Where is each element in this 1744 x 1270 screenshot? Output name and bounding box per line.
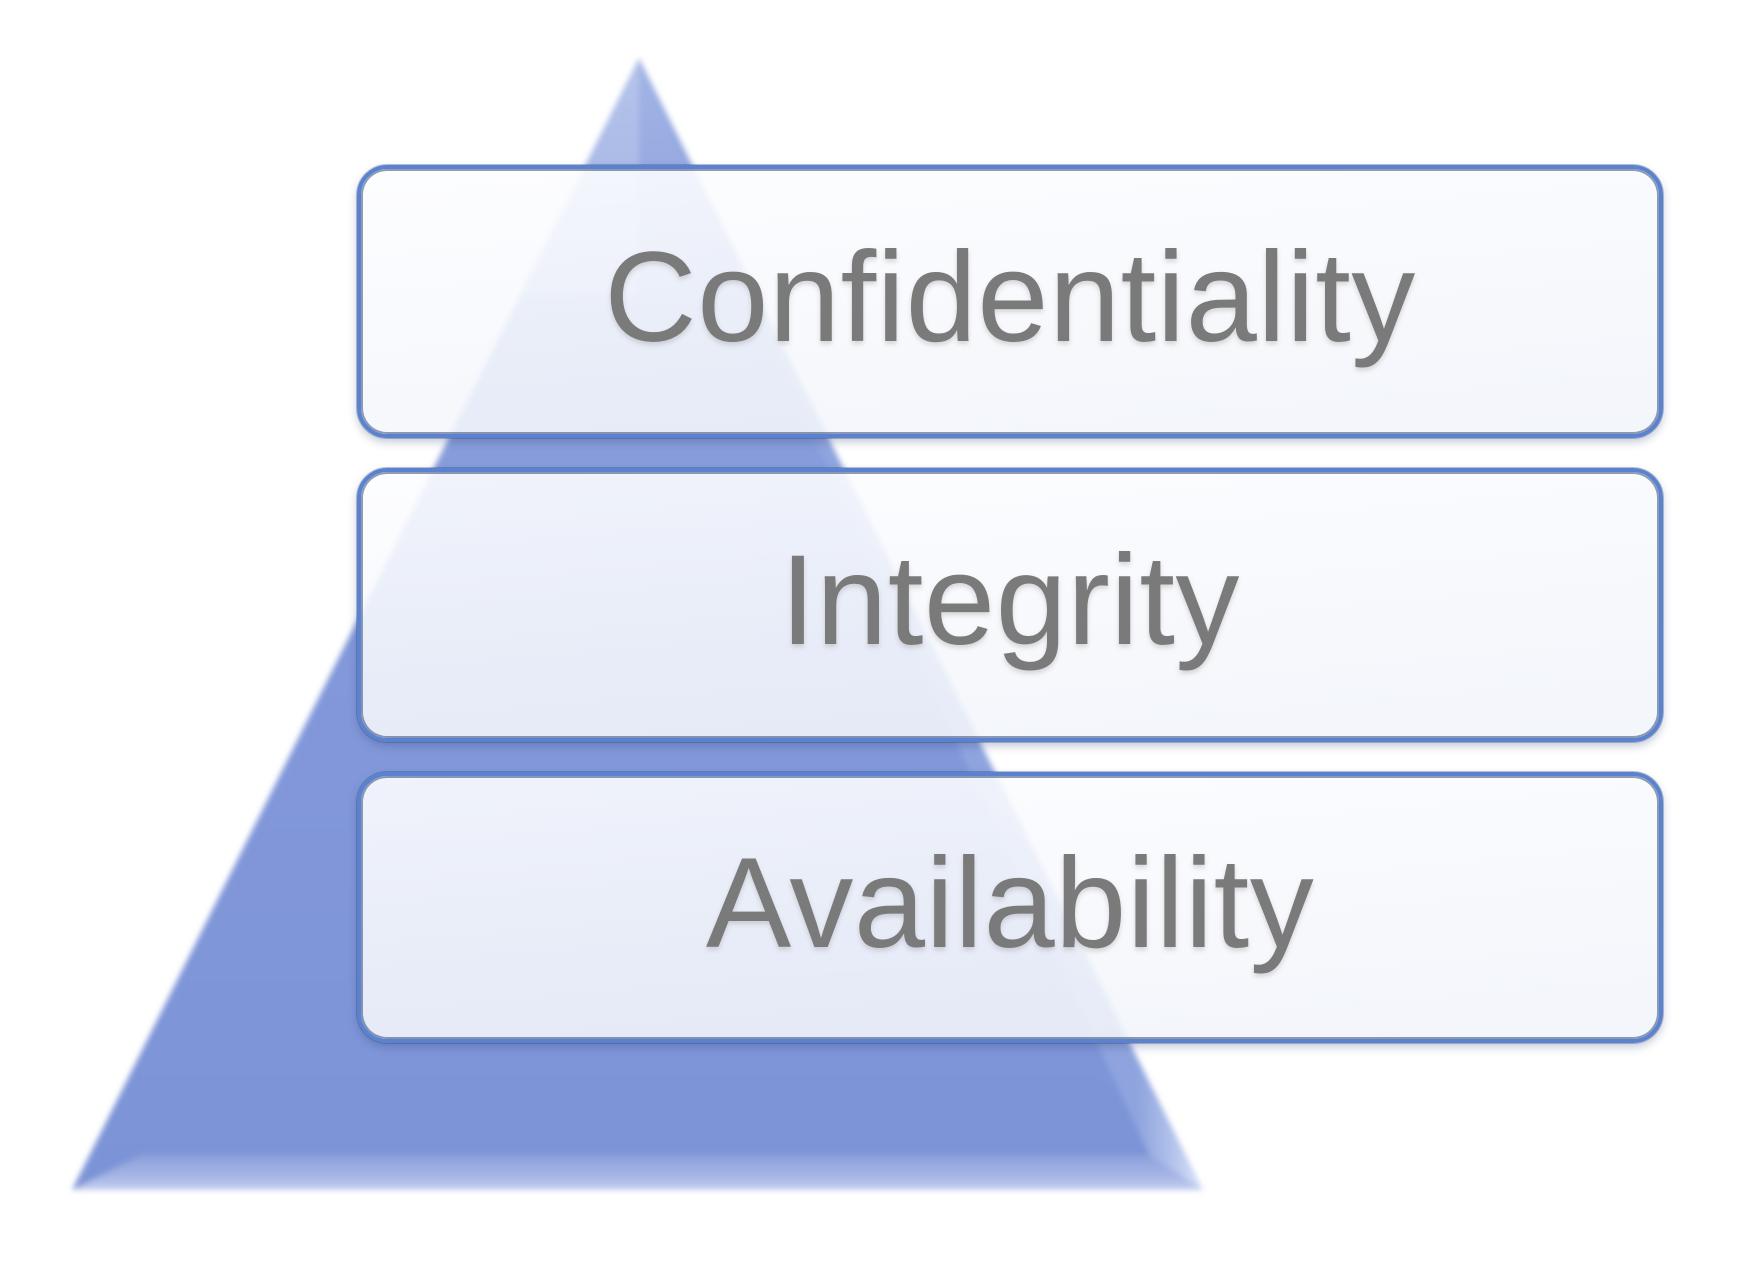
pyramid-bottom-bevel	[72, 1155, 1203, 1190]
tier-label: Integrity	[780, 529, 1240, 672]
tier-label: Availability	[705, 831, 1315, 975]
tier-label: Confidentiality	[604, 225, 1416, 369]
tier-availability: Availability	[357, 772, 1663, 1043]
tier-integrity: Integrity	[357, 468, 1663, 742]
tier-confidentiality: Confidentiality	[357, 165, 1663, 438]
